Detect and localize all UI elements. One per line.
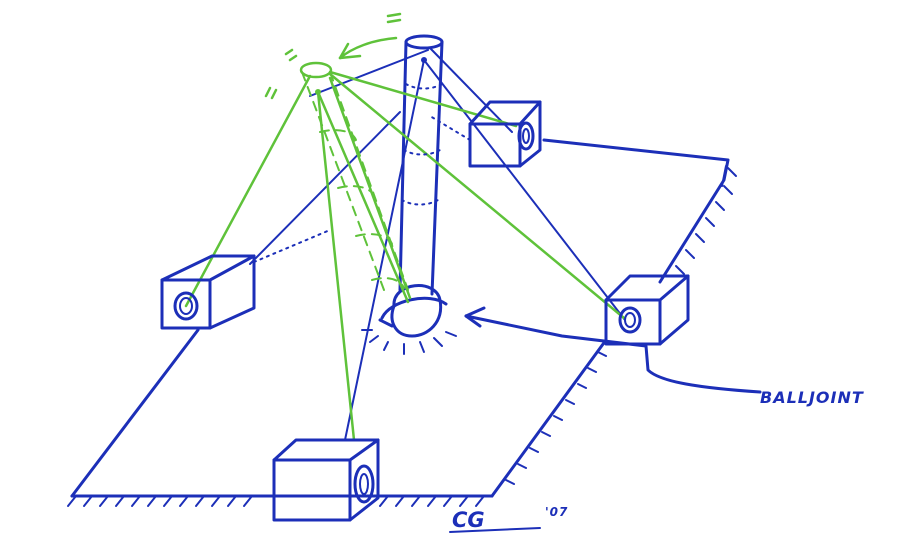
right-motor-box (604, 274, 690, 346)
rotation-arrow (264, 12, 402, 100)
green-cables (184, 70, 626, 442)
signature-mark (449, 527, 541, 533)
ground-hatching (67, 167, 737, 507)
ground-plate (70, 115, 730, 498)
left-motor-box (160, 254, 256, 330)
blue-cables (249, 47, 626, 441)
balljoint-pointer-arrow (464, 306, 762, 394)
balljoint-label: BALLJOINT (760, 388, 864, 407)
artist-signature: CG (452, 508, 485, 532)
back-motor-box (468, 100, 542, 168)
front-motor-box (272, 438, 380, 522)
signature-year: '07 (545, 505, 569, 519)
green-pole (299, 61, 409, 291)
blue-pole-rings (401, 83, 443, 206)
ball-joint (361, 284, 457, 355)
